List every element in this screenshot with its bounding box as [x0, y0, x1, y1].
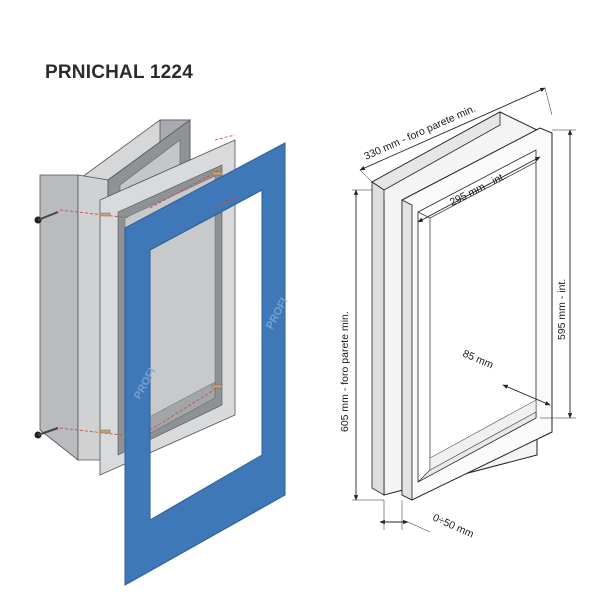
screw-icon — [34, 211, 59, 439]
product-title: PRNICHAL 1224 — [45, 62, 193, 83]
outer-height-label: 605 mm - foro parete min. — [339, 311, 351, 432]
pin-icon — [99, 171, 223, 434]
waterproof-membrane: PROFI PROFI — [124, 142, 290, 586]
dimensioned-view: 330 mm - foro parete min. 295 mm - int. … — [339, 87, 576, 541]
exploded-view: PROFI PROFI — [34, 119, 290, 586]
wall-offset-label: 0÷50 mm — [431, 512, 476, 541]
alignment-lines — [59, 134, 241, 437]
inner-height-label: 595 mm - int. — [556, 279, 568, 340]
